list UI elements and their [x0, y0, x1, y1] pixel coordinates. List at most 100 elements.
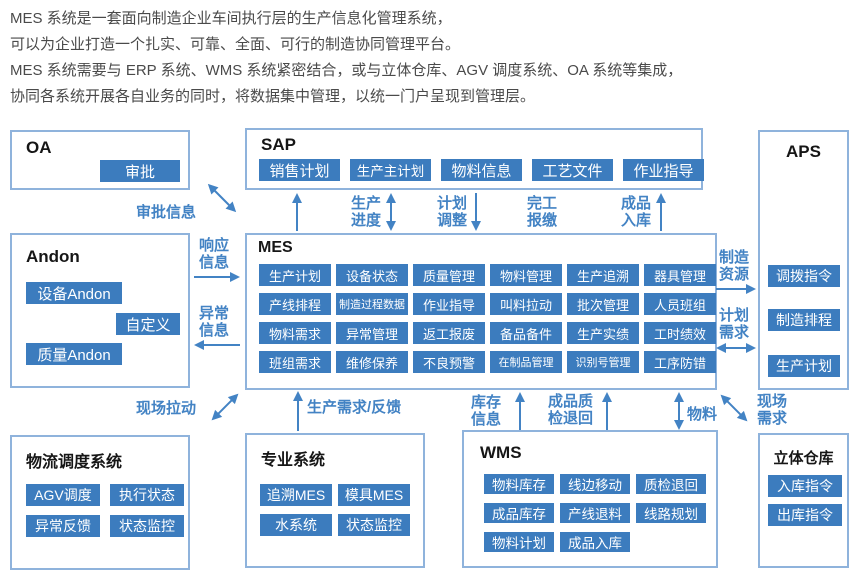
mes-module: 备品备件 — [490, 322, 562, 344]
wms-module: 质检退回 — [636, 474, 706, 494]
arrow-double-diagonal-icon — [716, 390, 751, 425]
arrow-double-diagonal-icon — [204, 180, 241, 217]
arrow-double-vertical-icon — [385, 193, 397, 231]
mes-module: 叫料拉动 — [490, 293, 562, 315]
sap-module: 销售计划 — [259, 159, 340, 181]
specialized-module-grid: 追溯MES 模具MES 水系统 状态监控 — [260, 484, 410, 537]
mes-module: 维修保养 — [336, 351, 408, 373]
andon-title: Andon — [26, 247, 80, 266]
mes-module: 异常管理 — [336, 322, 408, 344]
arrow-double-vertical-icon — [673, 392, 685, 430]
mes-module: 生产计划 — [259, 264, 331, 286]
flow-label-material: 物料 — [687, 406, 718, 423]
intro-paragraph: MES 系统是一套面向制造企业车间执行层的生产信息化管理系统， 可以为企业打造一… — [10, 6, 850, 110]
oa-title: OA — [26, 138, 52, 157]
wms-system-box: WMS 物料库存 线边移动 质检退回 成品库存 产线退料 线路规划 物料计划 成… — [462, 430, 718, 568]
intro-line: MES 系统需要与 ERP 系统、WMS 系统紧密结合，或与立体仓库、AGV 调… — [10, 62, 683, 79]
arrow-up-icon — [655, 193, 667, 231]
mes-module-grid: 生产计划 设备状态 质量管理 物料管理 生产追溯 器具管理 产线排程 制造过程数… — [259, 264, 716, 373]
arrow-right-icon — [194, 271, 240, 283]
flow-label-approval-info: 审批信息 — [136, 204, 197, 221]
wms-module: 线边移动 — [560, 474, 630, 494]
andon-system-box: Andon 设备Andon 自定义 质量Andon — [10, 233, 190, 388]
logistics-title: 物流调度系统 — [26, 454, 123, 471]
flow-label-completion-report: 完工报缴 — [527, 195, 558, 229]
arrow-up-icon — [601, 392, 613, 430]
specialized-module: 模具MES — [338, 484, 410, 506]
arrow-up-icon — [292, 391, 304, 431]
mes-module: 产线排程 — [259, 293, 331, 315]
mes-module: 制造过程数据 — [336, 293, 408, 315]
intro-line: 协同各系统开展各自业务的同时，将数据集中管理，以统一门户呈现到管理层。 — [10, 88, 536, 105]
aps-system-box: APS 调拨指令 制造排程 生产计划 — [758, 130, 849, 390]
arrow-right-icon — [716, 283, 756, 295]
andon-module: 设备Andon — [26, 282, 122, 304]
warehouse-system-box: 立体仓库 入库指令 出库指令 — [758, 433, 849, 568]
wms-module: 线路规划 — [636, 503, 706, 523]
mes-module: 人员班组 — [644, 293, 716, 315]
arrow-double-horizontal-icon — [716, 342, 756, 354]
specialized-module: 状态监控 — [338, 514, 410, 536]
flow-label-site-demand: 现场需求 — [757, 393, 788, 427]
mes-module: 设备状态 — [336, 264, 408, 286]
flow-label-inventory-info: 库存信息 — [471, 394, 502, 428]
mes-module: 物料管理 — [490, 264, 562, 286]
arrow-up-icon — [291, 193, 303, 231]
oa-module-approval: 审批 — [100, 160, 180, 182]
wms-module-grid: 物料库存 线边移动 质检退回 成品库存 产线退料 线路规划 物料计划 成品入库 — [484, 474, 706, 552]
arrow-double-diagonal-icon — [207, 389, 242, 424]
mes-module: 物料需求 — [259, 322, 331, 344]
warehouse-title: 立体仓库 — [773, 450, 834, 467]
flow-label-exception-info: 异常信息 — [199, 305, 230, 339]
specialized-module: 水系统 — [260, 514, 332, 536]
warehouse-module: 出库指令 — [768, 504, 842, 526]
sap-module: 生产主计划 — [350, 159, 431, 181]
oa-system-box: OA 审批 — [10, 130, 190, 190]
wms-module: 物料库存 — [484, 474, 554, 494]
logistics-module: 状态监控 — [110, 515, 184, 537]
mes-module: 不良预警 — [413, 351, 485, 373]
logistics-module: AGV调度 — [26, 484, 100, 506]
sap-system-box: SAP 销售计划 生产主计划 物料信息 工艺文件 作业指导 — [245, 128, 704, 190]
sap-module: 工艺文件 — [532, 159, 613, 181]
mes-module: 批次管理 — [567, 293, 639, 315]
warehouse-module: 入库指令 — [768, 475, 842, 497]
flow-label-production-progress: 生产进度 — [351, 195, 382, 229]
mes-module: 工时绩效 — [644, 322, 716, 344]
wms-module: 成品入库 — [560, 532, 630, 552]
flow-label-plan-demand: 计划需求 — [719, 307, 750, 341]
mes-module: 生产追溯 — [567, 264, 639, 286]
wms-title: WMS — [480, 443, 522, 462]
mes-module: 在制品管理 — [490, 351, 562, 373]
mes-module: 返工报废 — [413, 322, 485, 344]
mes-system-box: MES 生产计划 设备状态 质量管理 物料管理 生产追溯 器具管理 产线排程 制… — [245, 233, 717, 390]
sap-module: 物料信息 — [441, 159, 522, 181]
andon-module: 质量Andon — [26, 343, 122, 365]
sap-module-row: 销售计划 生产主计划 物料信息 工艺文件 作业指导 — [259, 159, 704, 181]
aps-title: APS — [786, 142, 821, 161]
specialized-title: 专业系统 — [261, 452, 326, 469]
flow-label-response-info: 响应信息 — [199, 237, 230, 271]
logistics-module-grid: AGV调度 执行状态 异常反馈 状态监控 — [26, 484, 184, 538]
aps-module: 制造排程 — [768, 309, 840, 331]
logistics-module: 异常反馈 — [26, 515, 100, 537]
mes-module: 生产实绩 — [567, 322, 639, 344]
mes-module: 器具管理 — [644, 264, 716, 286]
mes-module: 班组需求 — [259, 351, 331, 373]
andon-module: 自定义 — [116, 313, 180, 335]
arrow-left-icon — [194, 339, 240, 351]
aps-module: 生产计划 — [768, 355, 840, 377]
mes-module: 作业指导 — [413, 293, 485, 315]
aps-module: 调拨指令 — [768, 265, 840, 287]
specialized-system-box: 专业系统 追溯MES 模具MES 水系统 状态监控 — [245, 433, 425, 568]
sap-module: 作业指导 — [623, 159, 704, 181]
arrow-up-icon — [514, 392, 526, 430]
flow-label-finished-qc-return: 成品质检退回 — [548, 393, 594, 427]
logistics-module: 执行状态 — [110, 484, 184, 506]
mes-module: 工序防错 — [644, 351, 716, 373]
specialized-module: 追溯MES — [260, 484, 332, 506]
mes-title: MES — [258, 239, 293, 256]
intro-line: MES 系统是一套面向制造企业车间执行层的生产信息化管理系统， — [10, 10, 452, 27]
arrow-down-icon — [470, 193, 482, 231]
